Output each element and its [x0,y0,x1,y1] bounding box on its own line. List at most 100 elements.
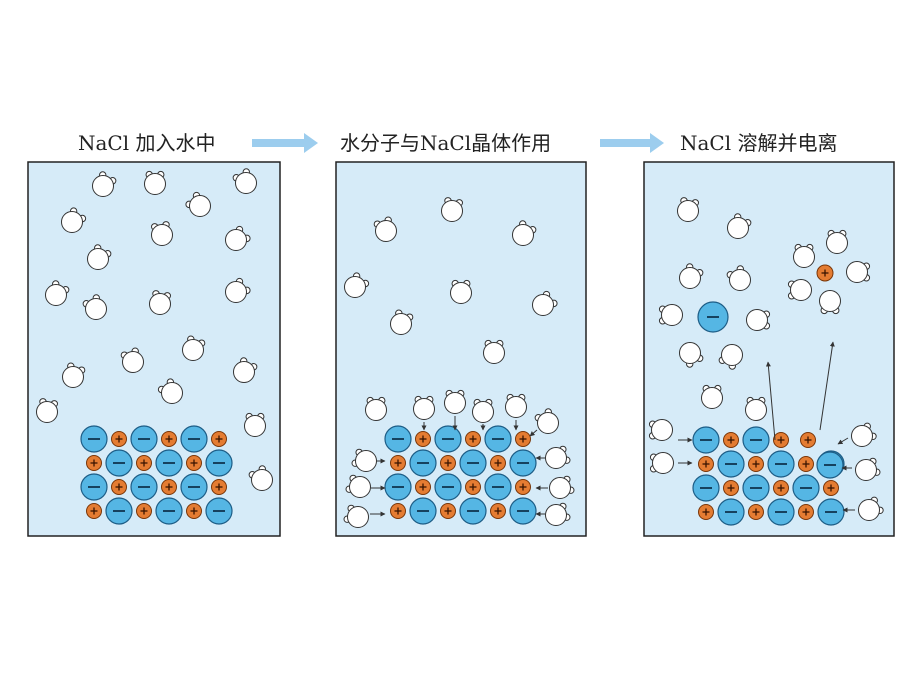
sodium-ion [440,455,456,471]
chloride-ion [817,498,845,526]
sodium-ion [136,455,152,471]
water-molecule [679,263,704,289]
attraction-arrow [837,437,849,445]
water-molecule [225,225,251,251]
sodium-ion [723,432,739,448]
chloride-ion [459,497,487,525]
chloride-ion [434,473,462,501]
chloride-ion [459,449,487,477]
water-molecule [846,261,871,283]
chloride-ion [692,426,720,454]
sodium-ion [111,431,127,447]
water-molecule [483,339,505,364]
chloride-ion [205,449,233,477]
water-molecule [793,243,815,268]
sodium-ion [698,456,714,472]
water-molecule [248,465,273,491]
sodium-ion [86,455,102,471]
chloride-ion [384,425,412,453]
water-molecule [87,244,112,270]
sodium-ion [723,480,739,496]
sodium-ion [816,264,834,282]
water-molecule [149,290,171,315]
water-molecule [718,344,743,370]
sodium-ion [86,503,102,519]
water-molecule [185,191,211,217]
sodium-ion [111,479,127,495]
sodium-ion [698,504,714,520]
water-molecule [344,272,370,298]
panel-3 [643,161,895,537]
water-molecule [648,419,673,441]
water-molecule [62,362,86,388]
water-molecule [182,335,206,361]
water-molecule [746,309,771,331]
water-molecule [679,342,704,368]
step-arrow-1 [252,133,318,153]
sodium-ion [211,431,227,447]
chloride-ion [155,497,183,525]
sodium-ion [465,431,481,447]
water-molecule [450,279,472,304]
sodium-ion [186,455,202,471]
water-molecule [545,502,571,526]
sodium-ion [748,456,764,472]
sodium-ion [211,479,227,495]
sodium-ion [798,504,814,520]
water-molecule [727,213,752,239]
chloride-ion [130,425,158,453]
water-molecule [120,347,144,373]
water-molecule [144,170,166,195]
panel-1 [27,161,281,537]
water-molecule [545,445,571,469]
sodium-ion [490,455,506,471]
chloride-ion [105,497,133,525]
step1-label: NaCl 加入水中 [78,131,216,155]
sodium-ion [415,431,431,447]
water-molecule [390,309,414,335]
sodium-ion [798,456,814,472]
chloride-ion [180,425,208,453]
chloride-ion [767,450,795,478]
panel-2 [335,161,587,537]
water-molecule [826,229,848,254]
sodium-ion [800,432,816,448]
water-molecule [677,197,699,222]
chloride-ion [409,497,437,525]
water-molecule [819,290,841,315]
water-molecule [413,395,435,420]
step3-label: NaCl 溶解并电离 [680,131,838,155]
water-molecule [858,496,884,521]
sodium-ion [773,432,789,448]
water-molecule [444,389,466,414]
sodium-ion [515,479,531,495]
chloride-ion [692,474,720,502]
chloride-ion [717,450,745,478]
step2-label: 水分子与NaCl晶体作用 [340,131,552,155]
water-molecule [855,457,881,481]
water-molecule [92,171,117,197]
chloride-ion [717,498,745,526]
water-molecule [373,216,397,242]
water-molecule [45,280,70,306]
chloride-ion [155,449,183,477]
water-molecule [365,396,387,421]
chloride-ion [105,449,133,477]
sodium-ion [440,503,456,519]
chloride-ion [742,426,770,454]
water-molecule [549,475,575,499]
chloride-ion [384,473,412,501]
attraction-arrow [819,341,835,431]
chloride-ion [792,474,820,502]
sodium-ion [415,479,431,495]
attraction-arrow [765,361,776,441]
water-molecule [851,422,877,447]
water-molecule [225,277,251,303]
sodium-ion [465,479,481,495]
chloride-ion [742,474,770,502]
step-arrow-2 [600,133,664,153]
sodium-ion [390,503,406,519]
sodium-ion [161,479,177,495]
chloride-ion [509,449,537,477]
